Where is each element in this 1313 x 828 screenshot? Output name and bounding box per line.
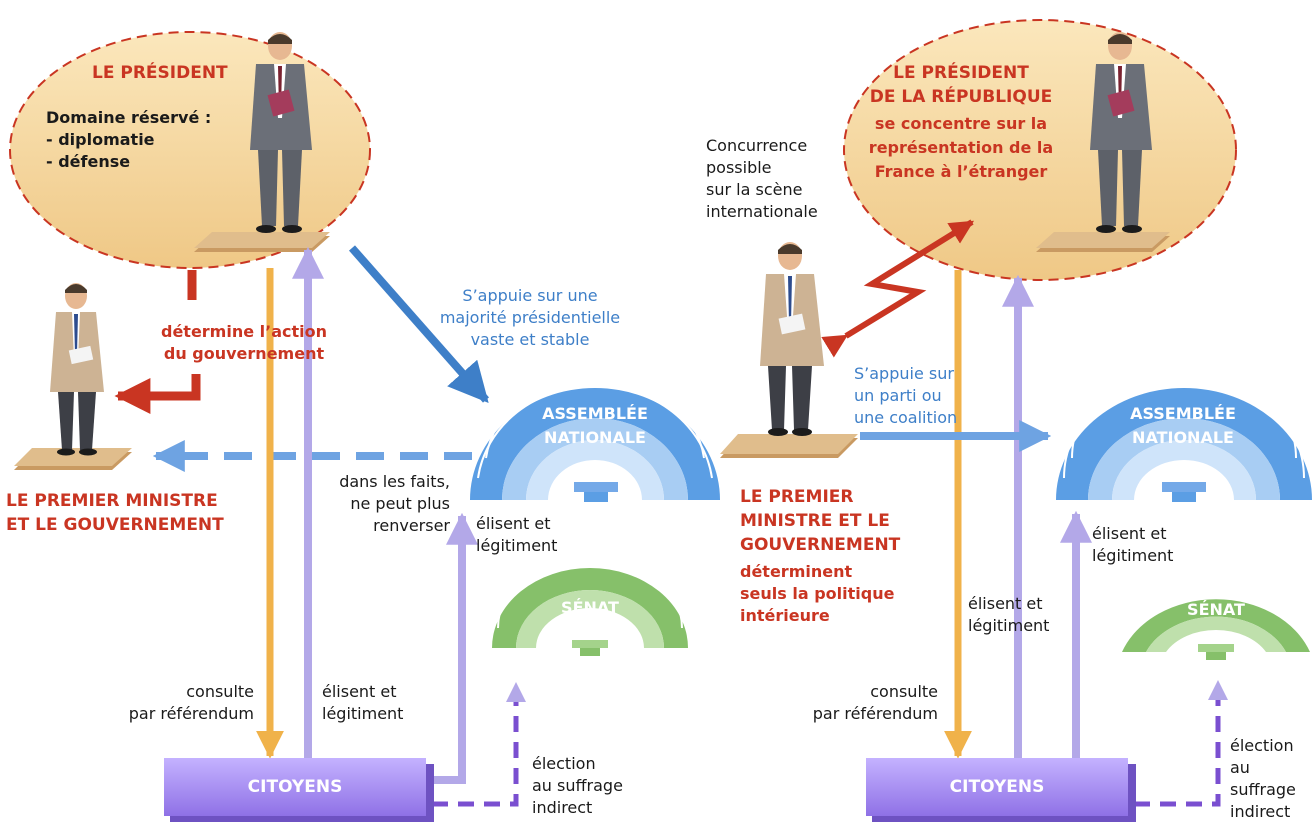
right-election-line1: élection — [1230, 736, 1294, 755]
right-concurrence-line3: sur la scène — [706, 180, 803, 199]
right-elisent-pres-line1: élisent et — [968, 594, 1043, 613]
left-appuie-line2: majorité présidentielle — [439, 308, 621, 327]
left-president-title: LE PRÉSIDENT — [92, 63, 228, 83]
right-assemblee-line2: NATIONALE — [1132, 428, 1234, 447]
left-assemblee-line1: ASSEMBLÉE — [542, 404, 648, 423]
right-elisent-pres-line2: légitiment — [968, 616, 1050, 635]
left-domain-line2: - diplomatie — [46, 130, 155, 149]
right-assemblee-line1: ASSEMBLÉE — [1130, 404, 1236, 423]
left-appuie-line1: S’appuie sur une — [462, 286, 598, 305]
left-red-determine-arrow — [118, 270, 201, 396]
left-faits-line2: ne peut plus — [350, 494, 450, 513]
right-appuie-line2: un parti ou — [854, 386, 942, 405]
right-appuie-line3: une coalition — [854, 408, 958, 427]
right-consulte-line1: consulte — [870, 682, 938, 701]
right-concurrence-line4: internationale — [706, 202, 818, 221]
left-panel — [9, 31, 720, 822]
right-red-concurrence-arrow — [821, 219, 975, 358]
left-consulte-line2: par référendum — [128, 704, 254, 723]
left-pm-line2: ET LE GOUVERNEMENT — [6, 515, 224, 535]
right-purple-dashed-arrow — [1134, 680, 1228, 807]
right-president-line2: DE LA RÉPUBLIQUE — [869, 87, 1053, 107]
right-elisent-an-line1: élisent et — [1092, 524, 1167, 543]
left-citoyens-label: CITOYENS — [247, 777, 343, 797]
right-assemblee-hemicycle — [1056, 359, 1312, 502]
right-consulte-line2: par référendum — [812, 704, 938, 723]
right-concurrence-line1: Concurrence — [706, 136, 808, 155]
right-senat-label: SÉNAT — [1187, 600, 1245, 619]
left-election-line1: élection — [532, 754, 596, 773]
right-president-line5: France à l’étranger — [874, 162, 1048, 181]
left-citoyens-box — [164, 758, 434, 822]
right-pm-line6: intérieure — [740, 606, 830, 625]
right-election-line4: indirect — [1230, 802, 1291, 821]
left-determine-line1: détermine l’action — [160, 322, 328, 341]
left-faits-line1: dans les faits, — [339, 472, 450, 491]
right-elisent-an-line2: légitiment — [1092, 546, 1174, 565]
left-domain-line1: Domaine réservé : — [46, 108, 212, 127]
left-elisent-pres-line1: élisent et — [322, 682, 397, 701]
right-pm-line2: MINISTRE ET LE — [740, 511, 890, 531]
left-senat-hemicycle — [492, 553, 688, 656]
left-blue-appuie-arrow — [348, 245, 490, 404]
left-determine-line2: du gouvernement — [163, 344, 325, 363]
left-faits-line3: renverser — [373, 516, 450, 535]
left-elisent-an-line2: légitiment — [476, 536, 558, 555]
left-election-line2: au suffrage — [532, 776, 623, 795]
left-appuie-line3: vaste et stable — [470, 330, 590, 349]
left-elisent-an-line1: élisent et — [476, 514, 551, 533]
left-elisent-pres-line2: légitiment — [322, 704, 404, 723]
right-president-line4: représentation de la — [868, 138, 1054, 157]
left-purple-dashed-arrow — [432, 682, 526, 807]
right-pm-figure — [720, 242, 858, 458]
right-panel — [720, 19, 1312, 822]
right-citoyens-label: CITOYENS — [949, 777, 1045, 797]
left-consulte-line1: consulte — [186, 682, 254, 701]
left-assemblee-line2: NATIONALE — [544, 428, 646, 447]
left-lavender-assemblee-arrow — [430, 512, 478, 784]
left-pm-figure — [14, 283, 132, 470]
left-assemblee-hemicycle — [470, 372, 720, 502]
left-senat-label: SÉNAT — [561, 598, 619, 617]
right-pm-line3: GOUVERNEMENT — [740, 535, 901, 555]
right-election-line2: au — [1230, 758, 1250, 777]
right-appuie-line1: S’appuie sur — [854, 364, 954, 383]
right-president-line1: LE PRÉSIDENT — [893, 63, 1029, 83]
left-pm-line1: LE PREMIER MINISTRE — [6, 491, 218, 511]
right-president-figure — [1036, 32, 1170, 252]
right-pm-line5: seuls la politique — [740, 584, 895, 603]
right-pm-line1: LE PREMIER — [740, 487, 854, 507]
right-election-line3: suffrage — [1230, 780, 1296, 799]
right-pm-line4: déterminent — [740, 562, 853, 581]
right-concurrence-line2: possible — [706, 158, 772, 177]
right-senat-hemicycle — [1122, 583, 1310, 660]
left-president-figure — [194, 32, 330, 252]
left-election-line3: indirect — [532, 798, 593, 817]
left-domain-line3: - défense — [46, 152, 131, 171]
right-president-line3: se concentre sur la — [874, 114, 1048, 133]
right-citoyens-box — [866, 758, 1136, 822]
